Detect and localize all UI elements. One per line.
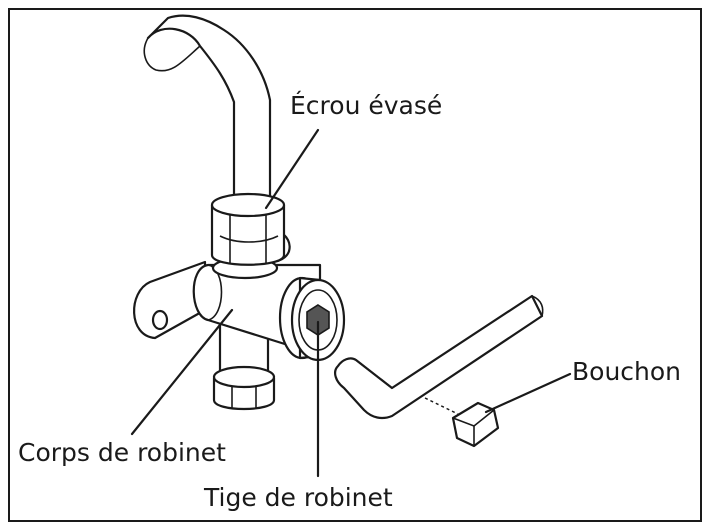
valve-lower-body <box>212 298 276 411</box>
flare-nut-icon <box>210 192 286 266</box>
leader-cap <box>484 372 572 414</box>
valve-cap-icon <box>451 401 500 448</box>
dashed-guide-line <box>424 397 463 417</box>
service-valve-icon <box>278 276 346 362</box>
leader-flare-nut <box>264 128 320 210</box>
flare-nut-label: Écrou évasé <box>290 91 442 120</box>
leader-valve-body <box>130 308 234 436</box>
valve-body-label: Corps de robinet <box>18 438 226 467</box>
leader-lines <box>130 128 572 478</box>
cap-label: Bouchon <box>572 357 681 386</box>
valve-stem-label: Tige de robinet <box>203 483 393 512</box>
hex-key-icon <box>334 294 544 420</box>
diagram-frame <box>8 8 702 522</box>
copper-pipe-icon <box>143 14 272 207</box>
